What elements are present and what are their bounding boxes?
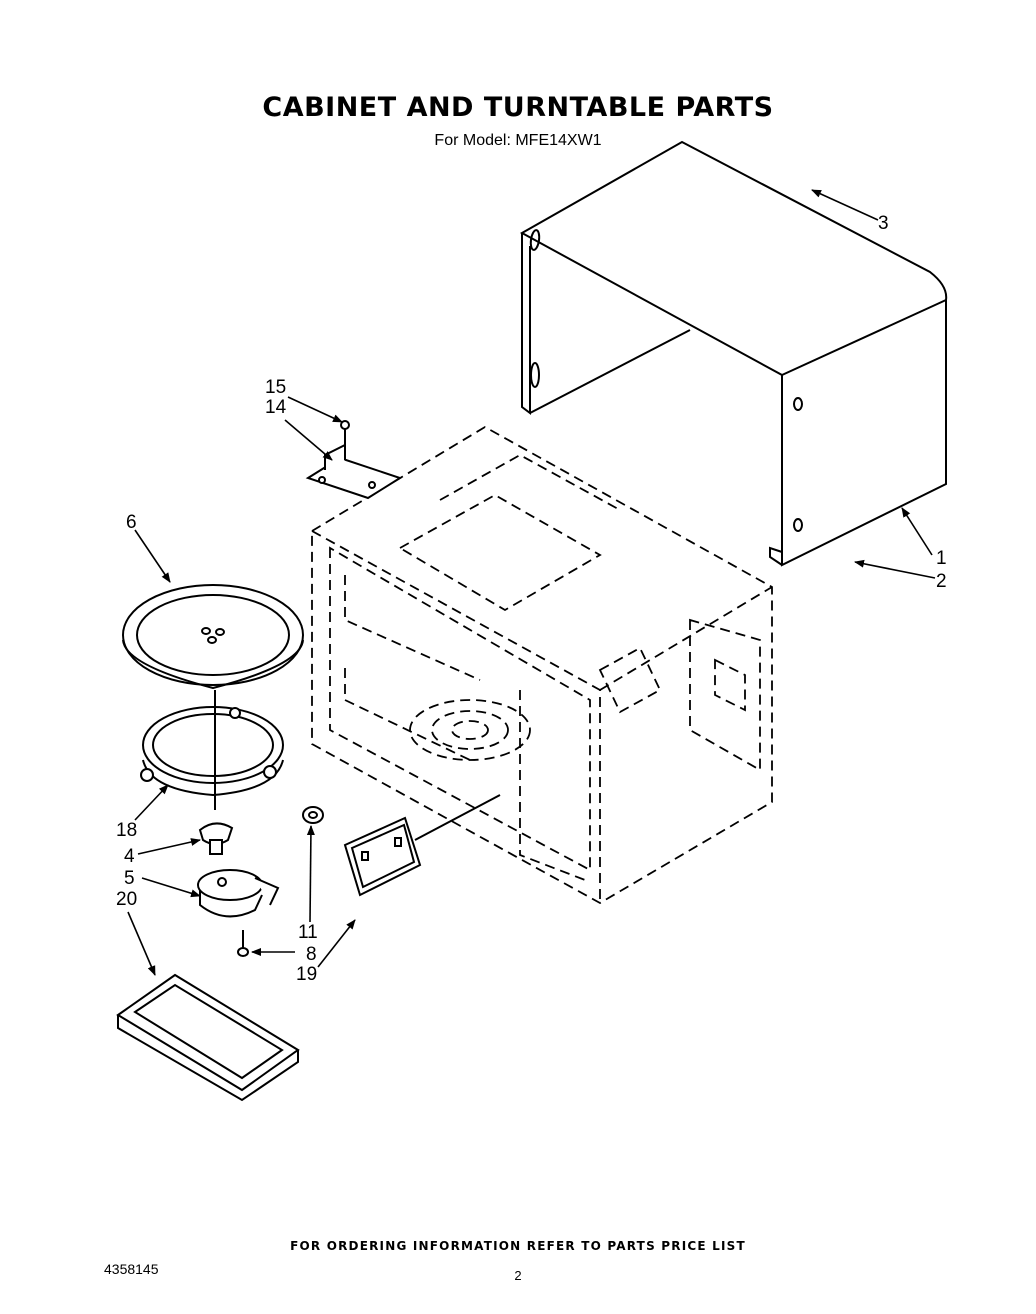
page-number: 2 <box>514 1268 522 1283</box>
callout-15: 15 <box>265 377 286 398</box>
page-title: CABINET AND TURNTABLE PARTS <box>262 92 774 123</box>
spacer <box>302 806 324 824</box>
callout-5: 5 <box>124 868 135 889</box>
callout-18: 18 <box>116 820 137 841</box>
motor-cover-plate <box>343 794 501 897</box>
cabinet-wrapper <box>519 140 948 567</box>
motor-screw <box>237 930 249 957</box>
mounting-bracket <box>305 420 403 500</box>
callout-11: 11 <box>298 922 318 943</box>
microwave-chassis <box>311 425 773 905</box>
callout-2: 2 <box>936 571 947 592</box>
turntable-motor <box>197 869 280 918</box>
callout-19: 19 <box>296 964 317 985</box>
callout-14: 14 <box>265 397 287 418</box>
glass-turntable-tray <box>122 584 304 690</box>
callout-3: 3 <box>878 213 889 234</box>
roller-ring <box>140 690 284 810</box>
model-subtitle: For Model: MFE14XW1 <box>434 132 602 149</box>
bottom-cover <box>116 973 300 1102</box>
ordering-note: FOR ORDERING INFORMATION REFER TO PARTS … <box>290 1239 746 1253</box>
leader-lines <box>127 189 936 976</box>
callout-8: 8 <box>306 944 317 965</box>
turntable-coupler <box>198 822 234 855</box>
callout-6: 6 <box>126 512 137 533</box>
callout-labels: 1 2 3 4 5 6 8 11 14 15 18 19 20 <box>116 213 947 985</box>
callout-20: 20 <box>116 889 137 910</box>
document-number: 4358145 <box>104 1261 159 1277</box>
callout-1: 1 <box>936 548 947 569</box>
callout-4: 4 <box>124 846 135 867</box>
